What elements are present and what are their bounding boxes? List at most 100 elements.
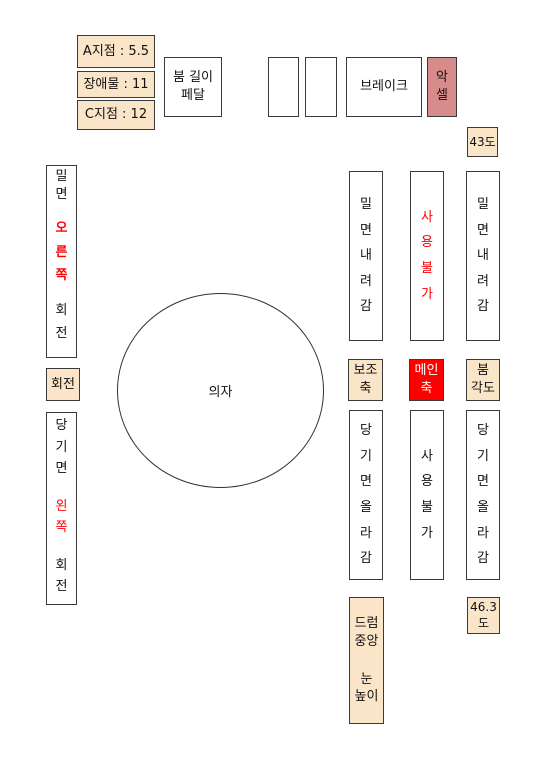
drum-label: 드럼 xyxy=(354,616,379,632)
char: 당 xyxy=(360,423,372,439)
char: 오 xyxy=(55,221,68,237)
char: 려 xyxy=(360,273,372,289)
char: 기 xyxy=(55,439,68,455)
main-axis-box: 메인 축 xyxy=(409,359,444,401)
char: 면 xyxy=(477,222,489,238)
aux-up-text: 당 기 면 올 라 감 xyxy=(360,418,372,571)
chair: 의자 xyxy=(117,293,324,488)
boom-angle-box: 붐 각도 xyxy=(466,359,500,401)
accel-label-2: 셀 xyxy=(436,88,448,103)
char: 라 xyxy=(360,525,372,541)
char: 밀 xyxy=(360,197,372,213)
aux-axis-label-2: 축 xyxy=(359,381,372,396)
char: 밀 xyxy=(477,197,489,213)
char: 감 xyxy=(477,551,489,567)
c-point-box: C지점 : 12 xyxy=(77,100,155,130)
height-label: 높이 xyxy=(354,689,379,705)
brake-label: 브레이크 xyxy=(360,79,408,95)
angle-top-box: 43도 xyxy=(467,127,498,157)
aux-axis-box: 보조 축 xyxy=(348,359,383,401)
aux-axis-label-1: 보조 xyxy=(353,363,378,379)
pull-rotate-text: 당 기 면 왼 쪽 회 전 xyxy=(56,415,68,598)
rotate-label: 회전 xyxy=(51,376,75,392)
char: 내 xyxy=(360,248,372,264)
main-unavailable-text: 사 용 불 가 xyxy=(421,205,433,307)
char: 기 xyxy=(477,448,489,464)
main-axis-label-1: 메인 xyxy=(414,363,439,379)
aux-down-text: 밀 면 내 려 감 xyxy=(360,192,372,320)
boom-angle-label-1: 붐 xyxy=(477,363,489,379)
empty-pedal-2 xyxy=(305,57,337,117)
boom-up-text: 당 기 면 올 라 감 xyxy=(477,418,489,571)
char: 면 xyxy=(360,474,372,490)
a-point-box: A지점 : 5.5 xyxy=(77,35,155,68)
char: 면 xyxy=(55,186,68,202)
eye-label: 눈 xyxy=(360,671,373,687)
rotate-box: 회전 xyxy=(46,368,80,401)
char: 쪽 xyxy=(55,520,68,536)
empty-pedal-1 xyxy=(268,57,299,117)
drum-eye-height-box: 드럼 중앙 눈 높이 xyxy=(349,597,384,724)
angle-bottom-box: 46.3 도 xyxy=(467,597,500,634)
aux-down-lever: 밀 면 내 려 감 xyxy=(349,171,383,341)
brake-pedal: 브레이크 xyxy=(346,57,422,117)
char: 른 xyxy=(55,244,68,260)
char: 감 xyxy=(477,299,489,315)
char: 라 xyxy=(477,525,489,541)
obstacle-label: 장애물 : 11 xyxy=(83,76,149,92)
boom-down-text: 밀 면 내 려 감 xyxy=(477,192,489,320)
char: 가 xyxy=(421,286,433,302)
char: 쪽 xyxy=(55,268,68,284)
char: 용 xyxy=(421,235,433,251)
char: 용 xyxy=(421,474,433,490)
char: 올 xyxy=(360,500,372,515)
drum-text: 드럼 중앙 눈 높이 xyxy=(355,615,379,705)
accel-pedal: 악 셀 xyxy=(427,57,457,117)
char: 회 xyxy=(55,557,68,573)
char: 당 xyxy=(477,423,489,439)
char: 내 xyxy=(477,248,489,264)
center-label: 중앙 xyxy=(354,633,379,649)
boom-down-lever: 밀 면 내 려 감 xyxy=(466,171,500,341)
aux-up-lever: 당 기 면 올 라 감 xyxy=(349,410,383,580)
char: 사 xyxy=(421,209,433,225)
char: 올 xyxy=(477,500,489,515)
char: 려 xyxy=(477,273,489,289)
c-point-label: C지점 : 12 xyxy=(84,107,148,123)
boom-length-label: 붐 길이 xyxy=(172,70,213,86)
pedal-label: 페달 xyxy=(181,88,205,103)
push-rotate-text: 밀 면 오 른 쪽 회 전 xyxy=(56,168,68,346)
char: 불 xyxy=(421,261,433,276)
char: 감 xyxy=(360,299,372,315)
char: 면 xyxy=(55,461,68,477)
char: 감 xyxy=(360,551,372,567)
angle-top-label: 43도 xyxy=(469,134,496,149)
push-rotate-right-lever: 밀 면 오 른 쪽 회 전 xyxy=(46,165,77,358)
char: 전 xyxy=(55,579,68,595)
char: 밀 xyxy=(55,169,68,184)
main-unavailable-lever-2: 사 용 불 가 xyxy=(410,410,444,580)
accel-label-1: 악 xyxy=(436,70,448,86)
pull-rotate-left-lever: 당 기 면 왼 쪽 회 전 xyxy=(46,412,77,605)
a-point-label: A지점 : 5.5 xyxy=(82,43,150,59)
char: 불 xyxy=(421,500,433,515)
main-unavailable-lever: 사 용 불 가 xyxy=(410,171,444,341)
boom-angle-label-2: 각도 xyxy=(471,381,495,396)
char: 면 xyxy=(477,474,489,490)
boom-up-lever: 당 기 면 올 라 감 xyxy=(466,410,500,580)
chair-label: 의자 xyxy=(208,385,233,400)
obstacle-box: 장애물 : 11 xyxy=(77,71,155,98)
char: 회 xyxy=(55,302,68,318)
main-axis-label-2: 축 xyxy=(420,381,433,396)
char: 당 xyxy=(55,418,68,433)
angle-bottom-label-1: 46.3 xyxy=(470,599,497,614)
char: 왼 xyxy=(55,498,68,514)
boom-length-pedal: 붐 길이 페달 xyxy=(164,57,222,117)
char: 가 xyxy=(421,525,433,541)
char: 사 xyxy=(421,448,433,464)
char: 전 xyxy=(55,326,68,342)
char: 면 xyxy=(360,222,372,238)
char: 기 xyxy=(360,448,372,464)
angle-bottom-label-2: 도 xyxy=(477,615,490,630)
main-unavailable-text-2: 사 용 불 가 xyxy=(421,444,433,546)
